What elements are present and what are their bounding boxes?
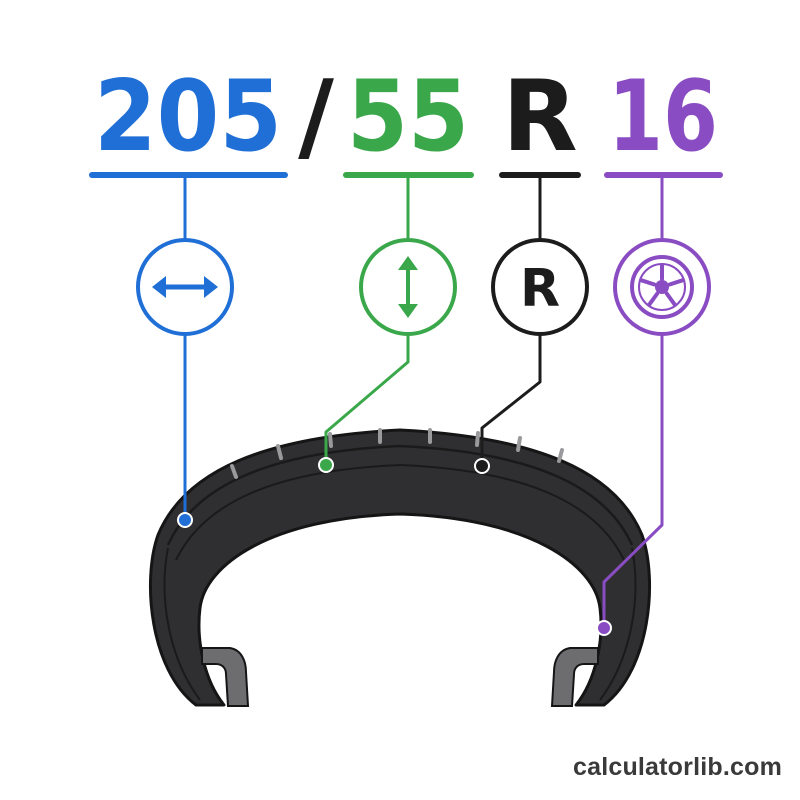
tire-cross-section [148,428,652,707]
tire-body [148,428,652,707]
tread-grooves [230,428,564,479]
bead-right [550,647,599,707]
tire-sidewall-line-left [163,547,201,701]
dot-diameter [596,620,612,636]
code-construction: R [502,60,577,174]
dot-width [177,512,193,528]
leader-diameter [602,178,664,628]
code-separator: / [298,60,334,174]
tire-inner-line [175,463,625,561]
radial-icon-letter: R [520,259,560,319]
tire-tread-line [166,444,634,546]
dot-construction [474,458,490,474]
wheel-icon [613,238,711,336]
height-arrow-icon [359,238,457,336]
site-footer: calculatorlib.com [572,753,782,781]
bead-left [201,647,250,707]
width-arrow-icon [136,238,234,336]
code-width: 205 [94,60,282,174]
tire-sidewall-line-right [599,547,637,701]
code-diameter: 16 [608,60,718,174]
radial-construction-icon: R [491,238,589,336]
code-aspect: 55 [347,60,469,174]
dot-aspect [318,457,334,473]
